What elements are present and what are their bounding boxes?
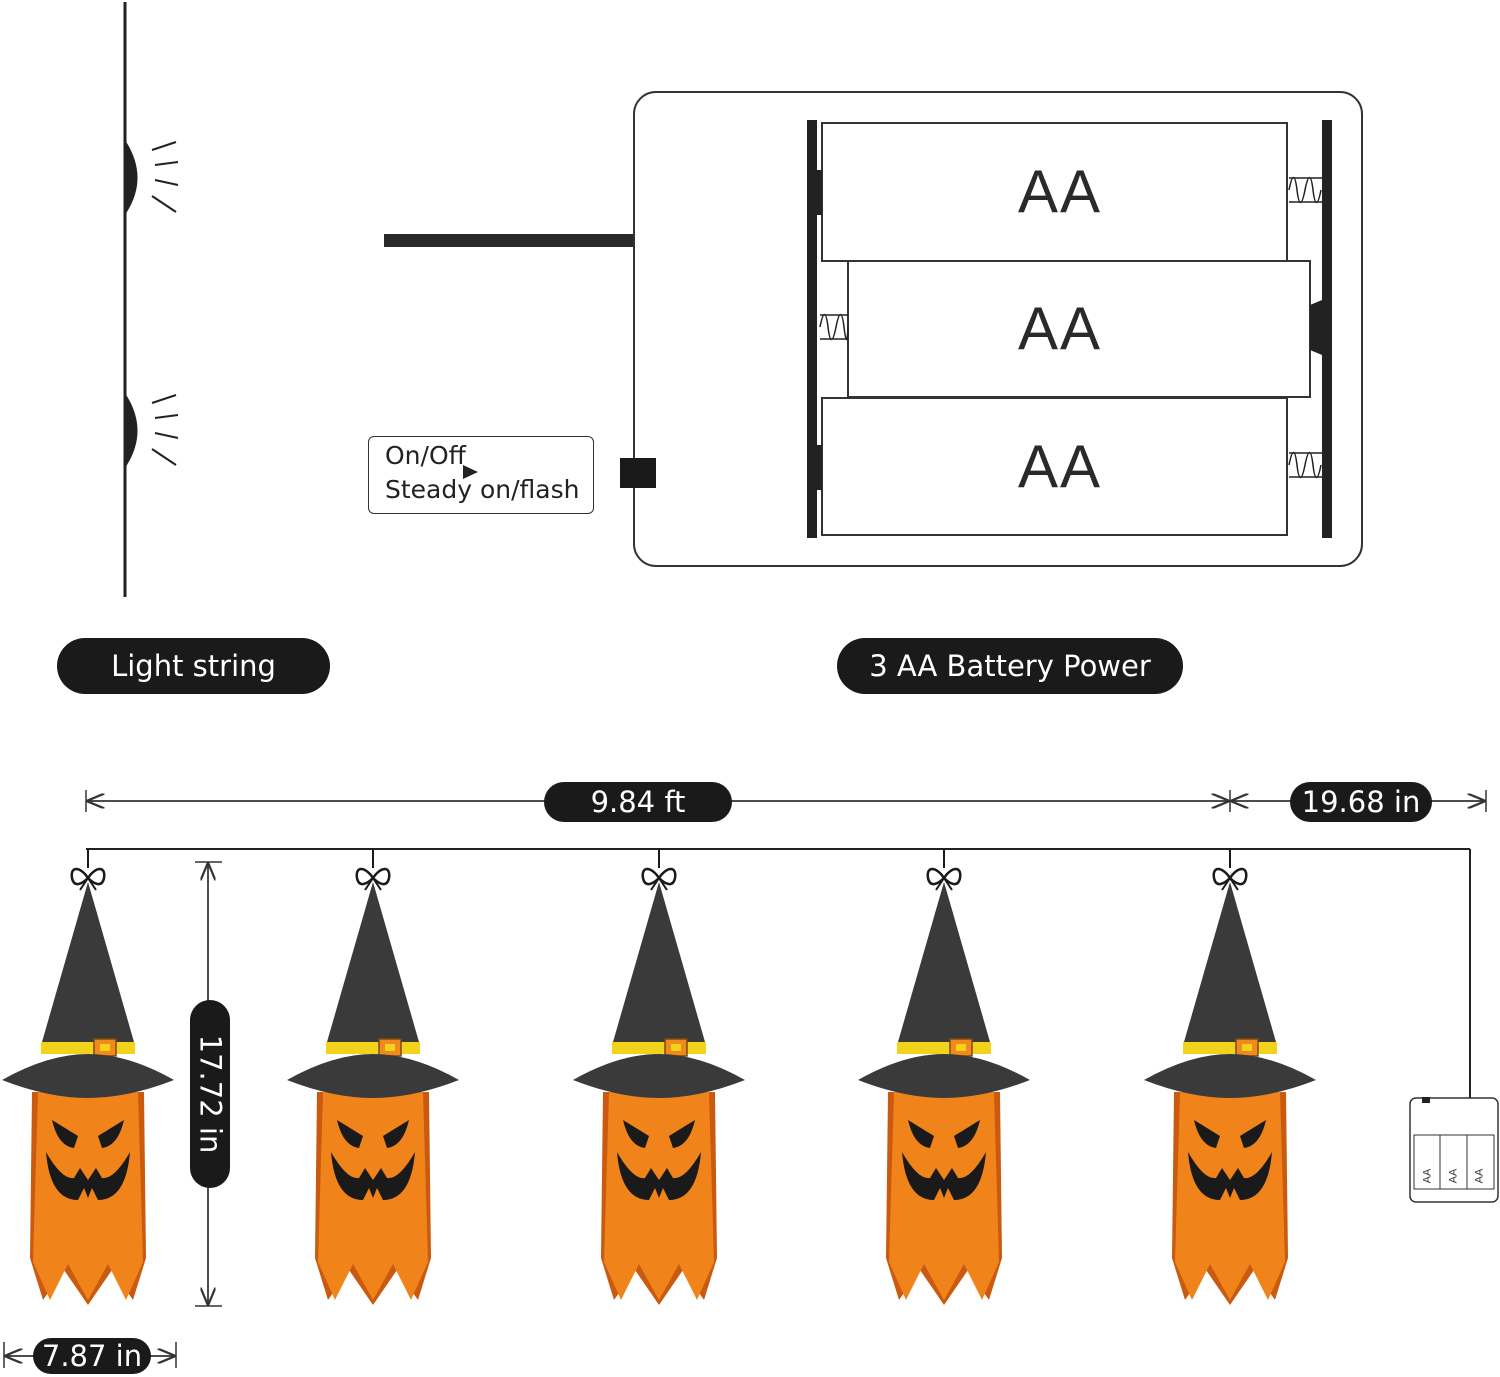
switch-line-2: Steady on/flash [385, 475, 580, 504]
string-length-label: 9.84 ft [544, 782, 732, 822]
ghost-lantern-icon [573, 849, 745, 1305]
battery-box-diagram [384, 91, 1363, 567]
light-string-label: Light string [57, 638, 330, 694]
ghost-lantern-icon [858, 849, 1030, 1305]
ghost-lantern-icon [2, 849, 174, 1305]
height-label: 17.72 in [190, 1000, 230, 1188]
battery-power-label: 3 AA Battery Power [837, 638, 1183, 694]
switch-callout: On/Off Steady on/flash [368, 436, 594, 514]
battery-cell-label: AA [1018, 433, 1103, 500]
width-label: 7.87 in [33, 1338, 151, 1374]
switch-icon [620, 458, 656, 488]
ghost-lantern-icon [1144, 849, 1316, 1305]
arrow-right-icon [463, 465, 478, 479]
switch-line-1: On/Off [385, 441, 466, 470]
bulb-icon [125, 393, 179, 468]
lead-wire-label: 19.68 in [1290, 782, 1432, 822]
ghost-lantern-icon [287, 849, 459, 1305]
battery-cell-label: AA [1018, 295, 1103, 362]
battery-cell-label: AA [1018, 158, 1103, 225]
light-string-diagram [123, 2, 179, 597]
mini-cell-label: AA [1473, 1168, 1486, 1184]
mini-cell-label: AA [1447, 1168, 1460, 1184]
bulb-icon [125, 140, 179, 215]
mini-battery-box-icon [1409, 1097, 1499, 1203]
mini-cell-label: AA [1421, 1168, 1434, 1184]
height-label-text: 17.72 in [193, 1034, 227, 1154]
